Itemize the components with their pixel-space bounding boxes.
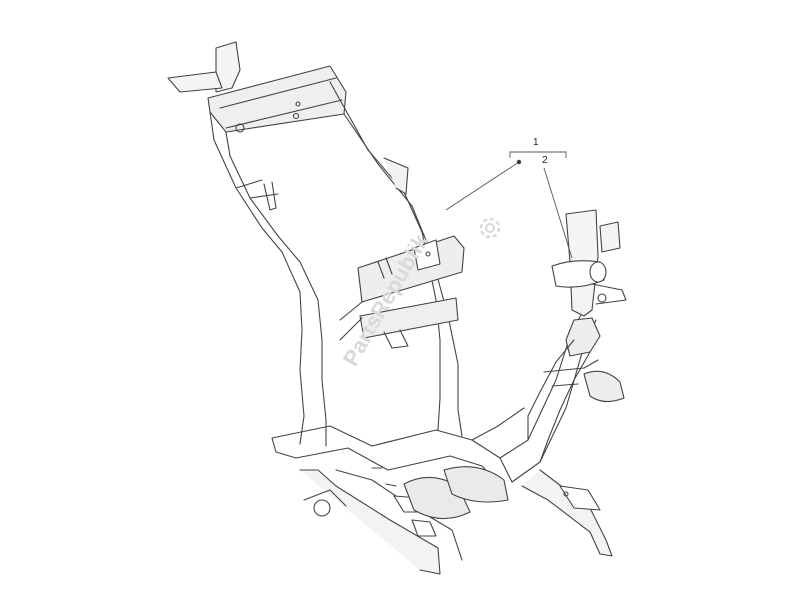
watermark: PartsRepublik <box>338 229 434 370</box>
gear-icon <box>479 217 501 239</box>
callout-number-2: 2 <box>542 155 548 166</box>
leader-line-2 <box>543 167 573 259</box>
callout-number-1: 1 <box>533 137 539 148</box>
watermark-text: PartsRepublik <box>338 229 434 370</box>
leader-line-1 <box>445 161 520 211</box>
callout-leaders <box>445 151 573 259</box>
callout-bracket <box>509 151 567 158</box>
leader-dot-1 <box>516 159 522 165</box>
scooter-frame <box>167 41 627 575</box>
